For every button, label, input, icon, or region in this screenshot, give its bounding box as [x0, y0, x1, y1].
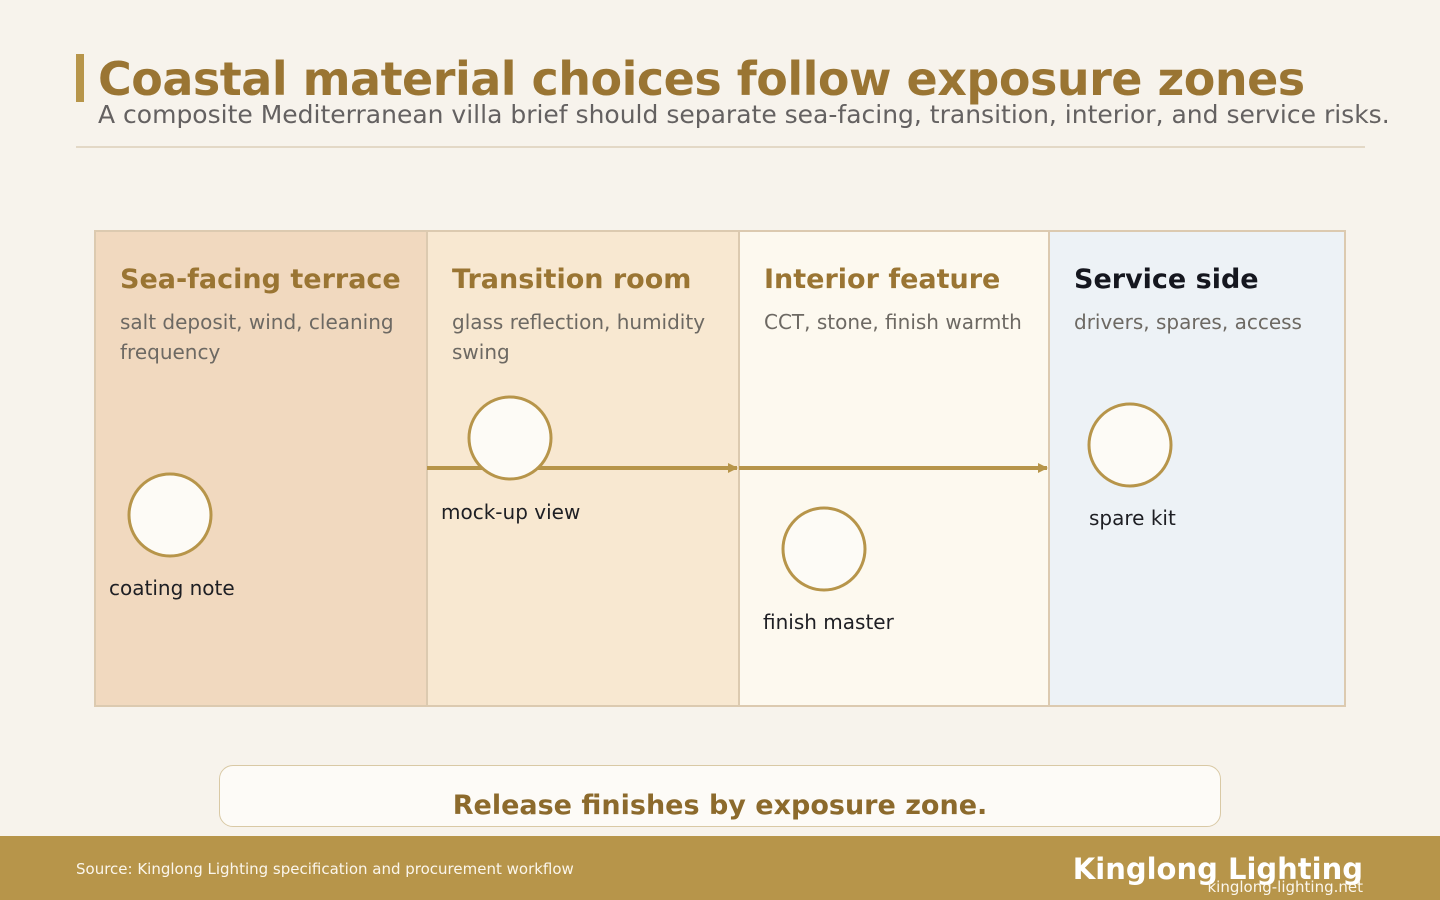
node-circle-finish-master [781, 506, 867, 592]
brand-name: Kinglong Lighting [1072, 852, 1363, 886]
zone-title-interior: Interior feature [764, 264, 1001, 295]
header-divider [76, 146, 1365, 148]
page-title: Coastal material choices follow exposure… [98, 52, 1305, 106]
zones-frame [94, 230, 1346, 707]
zone-desc-sea-facing: salt deposit, wind, cleaning frequency [120, 310, 394, 364]
node-label-spare-kit: spare kit [1089, 506, 1176, 530]
title-accent-bar [76, 54, 84, 102]
node-label-coating-note: coating note [109, 576, 235, 600]
source-note: Source: Kinglong Lighting specification … [76, 860, 574, 878]
brand-url: kinglong-lighting.net [1207, 878, 1364, 896]
zone-desc-service: drivers, spares, access [1074, 310, 1302, 334]
zone-title-transition: Transition room [452, 264, 692, 295]
callout-box: Release finishes by exposure zone. [219, 765, 1221, 827]
node-circle-coating-note [127, 472, 213, 558]
page-subtitle: A composite Mediterranean villa brief sh… [98, 100, 1390, 129]
zone-desc-transition: glass reflection, humidity swing [452, 310, 706, 364]
zone-title-service: Service side [1074, 264, 1259, 295]
callout-text: Release finishes by exposure zone. [452, 790, 988, 821]
footer-bar: Source: Kinglong Lighting specification … [0, 836, 1440, 900]
node-circle-spare-kit [1087, 402, 1173, 488]
node-label-finish-master: finish master [763, 610, 894, 634]
node-circle-mock-up-view [467, 395, 553, 481]
zone-title-sea-facing: Sea-facing terrace [120, 264, 401, 295]
node-label-mock-up-view: mock-up view [441, 500, 581, 524]
zone-panel-sea-facing [95, 231, 426, 706]
zone-desc-interior: CCT, stone, finish warmth [764, 310, 1022, 334]
zone-panel-service [1049, 231, 1345, 706]
